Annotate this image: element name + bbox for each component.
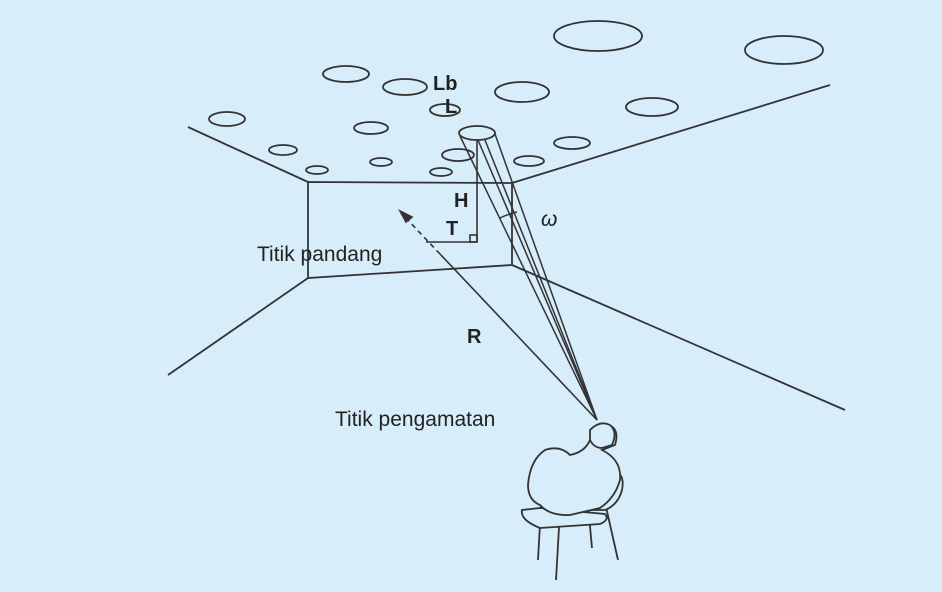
height-marker — [426, 140, 478, 243]
label-l: L — [445, 96, 458, 118]
target-luminaire — [458, 125, 496, 141]
seated-observer — [520, 422, 624, 581]
room-edges — [167, 84, 846, 411]
label-observation-point: Titik pengamatan — [335, 408, 496, 431]
label-t: T — [446, 218, 459, 240]
view-cone — [459, 133, 598, 421]
ceiling-lights — [208, 20, 824, 177]
label-h: H — [454, 190, 469, 212]
label-view-point: Titik pandang — [257, 243, 383, 266]
label-r: R — [467, 326, 482, 348]
label-omega: ω — [541, 208, 558, 231]
sight-line-arrow — [398, 209, 598, 421]
label-lb: Lb — [433, 73, 458, 95]
